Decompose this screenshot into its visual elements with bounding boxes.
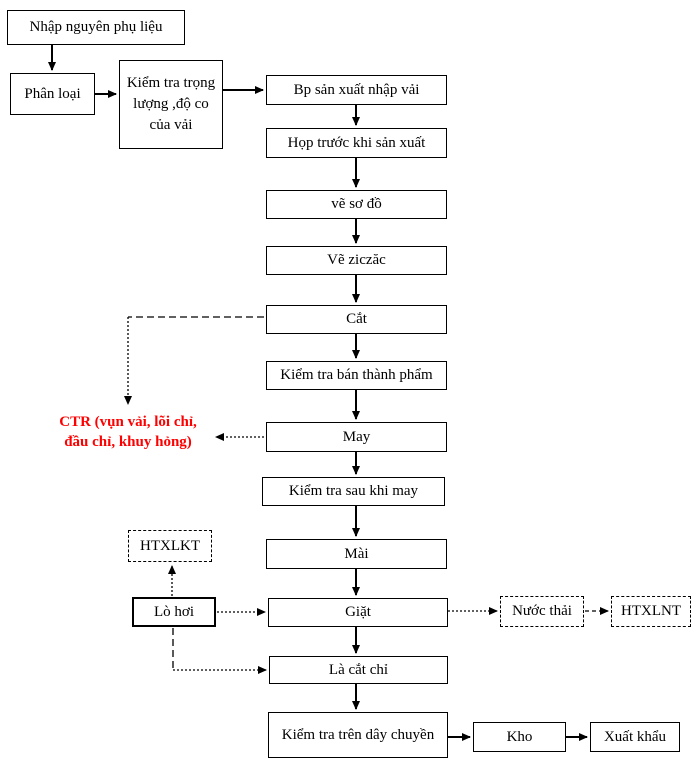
node-ve-so-do: vẽ sơ đồ <box>266 190 447 219</box>
node-kho: Kho <box>473 722 566 752</box>
node-htxlkt: HTXLKT <box>128 530 212 562</box>
node-kiem-tra-day-chuyen: Kiểm tra trên dây chuyền <box>268 712 448 758</box>
node-la-cat-chi: Là cắt chỉ <box>269 656 448 684</box>
node-may: May <box>266 422 447 452</box>
node-giat: Giặt <box>268 598 448 627</box>
node-kiem-tra-ban-thanh-pham: Kiểm tra bán thành phẩm <box>266 361 447 390</box>
node-kiem-tra-sau-khi-may: Kiểm tra sau khi may <box>262 477 445 506</box>
ctr-waste-note: CTR (vụn vải, lõi chỉ, đầu chỉ, khuy hỏn… <box>33 412 223 453</box>
ctr-note-line1: CTR (vụn vải, lõi chỉ, <box>59 414 197 430</box>
node-nhap-nguyen-phu-lieu: Nhập nguyên phụ liệu <box>7 10 185 45</box>
node-nuoc-thai: Nước thải <box>500 596 584 627</box>
node-lo-hoi: Lò hơi <box>132 597 216 627</box>
node-htxlnt: HTXLNT <box>611 596 691 627</box>
node-bp-san-xuat: Bp sản xuất nhập vải <box>266 75 447 105</box>
node-mai: Mài <box>266 539 447 569</box>
node-cat: Cắt <box>266 305 447 334</box>
node-phan-loai: Phân loại <box>10 73 95 115</box>
node-kiem-tra-vai: Kiểm tra trọng lượng ,độ co của vải <box>119 60 223 149</box>
ctr-note-line2: đầu chỉ, khuy hỏng) <box>64 434 192 451</box>
node-xuat-khau: Xuất khẩu <box>590 722 680 752</box>
node-ve-ziczac: Vẽ ziczăc <box>266 246 447 275</box>
node-hop-truoc: Họp trước khi sản xuất <box>266 128 447 158</box>
